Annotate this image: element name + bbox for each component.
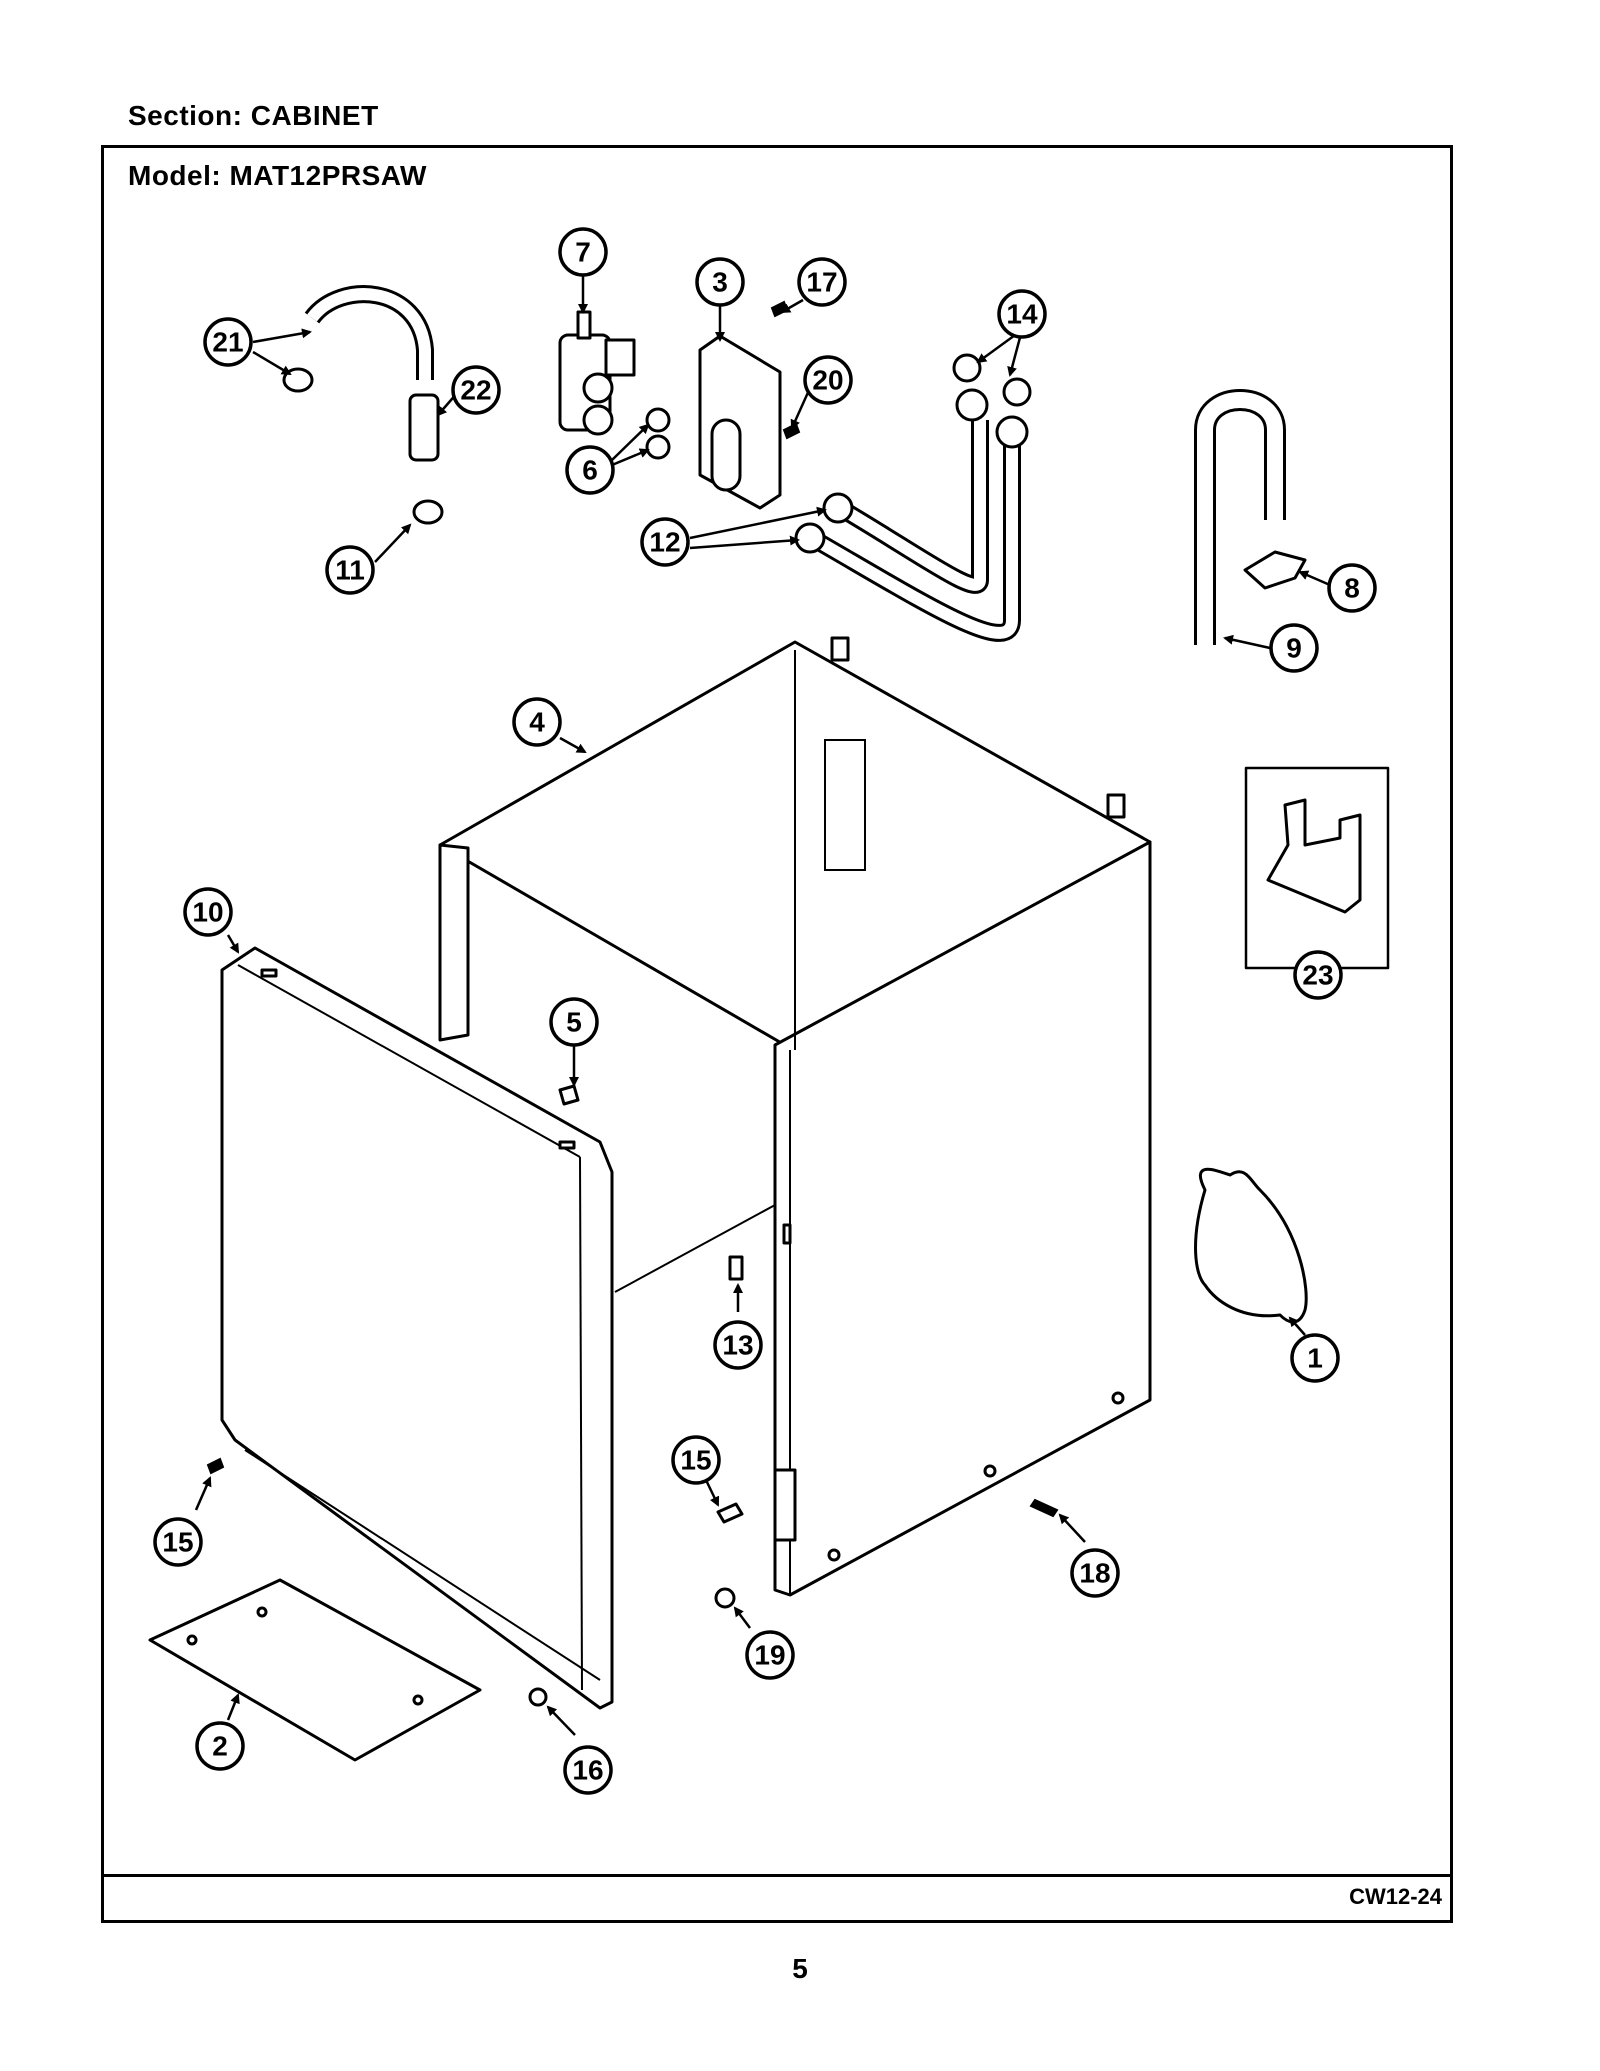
washer <box>645 434 671 460</box>
callout-17: 17 <box>797 257 847 307</box>
callout-6: 6 <box>565 445 615 495</box>
screw-15a <box>206 1457 225 1475</box>
svg-text:17: 17 <box>806 267 837 298</box>
tube-clip <box>1243 550 1307 590</box>
svg-text:15: 15 <box>680 1445 711 1476</box>
diagram-code: CW12-24 <box>1349 1884 1442 1909</box>
callout-15: 15 <box>671 1435 721 1485</box>
washer <box>645 407 671 433</box>
svg-text:18: 18 <box>1079 1558 1110 1589</box>
callout-7: 7 <box>558 227 608 277</box>
diagram-frame <box>101 145 1453 1923</box>
svg-text:13: 13 <box>722 1330 753 1361</box>
cap-14 <box>952 353 982 383</box>
hose-nozzle <box>408 393 440 462</box>
callout-5: 5 <box>549 997 599 1047</box>
water-valve <box>558 310 636 436</box>
svg-text:15: 15 <box>162 1527 193 1558</box>
callout-14: 14 <box>997 289 1047 339</box>
callout-10: 10 <box>183 887 233 937</box>
svg-text:22: 22 <box>460 375 491 406</box>
callout-13: 13 <box>713 1320 763 1370</box>
svg-text:16: 16 <box>572 1755 603 1786</box>
svg-text:2: 2 <box>212 1731 228 1762</box>
callout-18: 18 <box>1070 1548 1120 1598</box>
svg-text:6: 6 <box>582 455 598 486</box>
cap-14 <box>1002 377 1032 407</box>
valve-bracket <box>698 334 782 510</box>
inlet-hoses <box>794 388 1029 642</box>
svg-text:7: 7 <box>575 237 591 268</box>
toe-panel <box>148 1578 482 1762</box>
callout-2: 2 <box>195 1721 245 1771</box>
section-title: Section: CABINET <box>128 100 379 131</box>
svg-text:9: 9 <box>1286 633 1302 664</box>
svg-text:12: 12 <box>649 527 680 558</box>
callout-21: 21 <box>203 317 253 367</box>
svg-text:8: 8 <box>1344 573 1360 604</box>
leader-lines <box>194 276 1331 1736</box>
screw-18 <box>1029 1498 1059 1518</box>
cabinet-body <box>438 636 1152 1597</box>
callout-8: 8 <box>1327 563 1377 613</box>
callout-9: 9 <box>1269 623 1319 673</box>
svg-text:4: 4 <box>529 707 545 738</box>
svg-text:23: 23 <box>1302 960 1333 991</box>
footer-divider <box>101 1874 1453 1877</box>
callout-19: 19 <box>745 1630 795 1680</box>
callout-15: 15 <box>153 1517 203 1567</box>
callout-16: 16 <box>563 1745 613 1795</box>
callout-11: 11 <box>325 545 375 595</box>
svg-text:11: 11 <box>335 555 365 586</box>
svg-text:1: 1 <box>1307 1343 1323 1374</box>
callout-3: 3 <box>695 257 745 307</box>
callout-20: 20 <box>803 355 853 405</box>
inset-bracket <box>1244 766 1390 970</box>
svg-text:10: 10 <box>192 897 223 928</box>
callout-1: 1 <box>1290 1333 1340 1383</box>
svg-text:19: 19 <box>754 1640 785 1671</box>
svg-text:5: 5 <box>566 1007 582 1038</box>
callout-12: 12 <box>640 517 690 567</box>
hose-clamp-11 <box>412 499 444 525</box>
clip-13 <box>728 1255 744 1281</box>
svg-text:20: 20 <box>812 365 843 396</box>
screw-16 <box>528 1687 548 1707</box>
svg-text:21: 21 <box>212 327 243 358</box>
page-number: 5 <box>792 1953 808 1984</box>
drain-tube <box>1194 389 1286 645</box>
callout-23: 23 <box>1293 950 1343 1000</box>
svg-text:3: 3 <box>712 267 728 298</box>
model-title: Model: MAT12PRSAW <box>128 160 427 191</box>
callout-4: 4 <box>512 697 562 747</box>
svg-text:14: 14 <box>1006 299 1038 330</box>
access-cover <box>1194 1167 1308 1324</box>
clip-15b <box>716 1502 744 1524</box>
callout-22: 22 <box>451 365 501 415</box>
front-panel <box>220 946 614 1710</box>
screw-19 <box>714 1587 736 1609</box>
clip-5 <box>558 1084 580 1106</box>
